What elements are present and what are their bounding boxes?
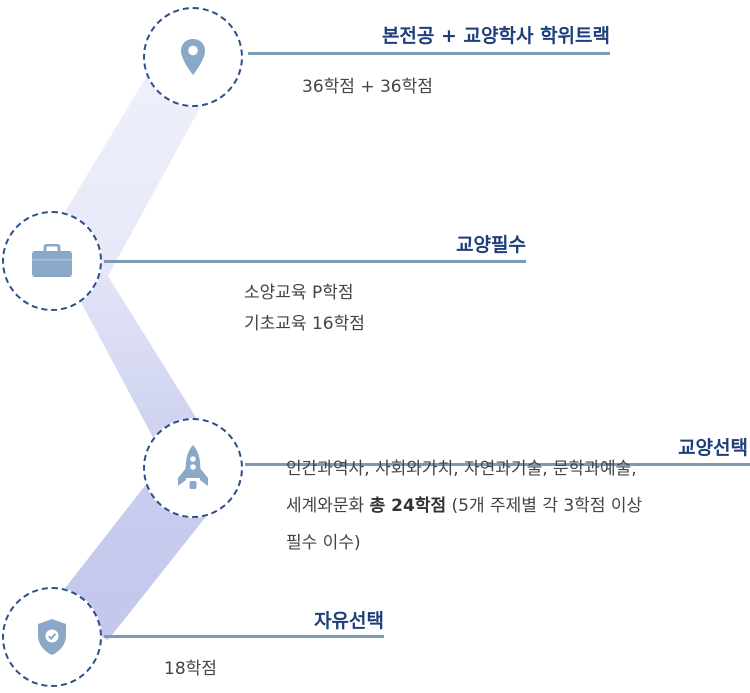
connector-line-2 [104, 260, 526, 263]
step-title-4: 자유선택 [314, 610, 384, 632]
step-node-3 [143, 418, 243, 518]
briefcase-icon [32, 244, 72, 277]
step-desc-3-line-2-prefix: 세계와문화 [286, 496, 370, 516]
connector-line-4 [104, 635, 384, 638]
location-pin-icon [181, 39, 205, 75]
step-desc-3-line-2: 세계와문화 총 24학점 (5개 주제별 각 3학점 이상 [286, 488, 642, 525]
step-desc-3-line-2-suffix: (5개 주제별 각 3학점 이상 [446, 496, 643, 516]
step-desc-2-line-1: 소양교육 P학점 [244, 283, 354, 303]
step-title-2: 교양필수 [456, 234, 526, 256]
connector-line-3 [245, 463, 750, 466]
rocket-icon [178, 445, 208, 489]
step-desc-2: 소양교육 P학점 기초교육 16학점 [244, 278, 365, 340]
step-desc-3-line-3: 필수 이수) [286, 533, 361, 553]
step-desc-4: 18학점 [164, 654, 217, 685]
step-desc-3-line-1: 인간과역사, 사회와가치, 자연과기술, 문학과예술, [286, 459, 637, 479]
step-desc-1: 36학점 + 36학점 [302, 72, 433, 103]
connector-line-1 [248, 52, 610, 55]
step-desc-4-line: 18학점 [164, 659, 217, 679]
band-segment-1 [48, 62, 212, 276]
step-node-1 [143, 7, 243, 107]
step-title-3: 교양선택 [678, 437, 748, 459]
step-node-4 [2, 587, 102, 687]
shield-check-icon [38, 619, 66, 655]
step-desc-1-line: 36학점 + 36학점 [302, 77, 433, 97]
step-title-1: 본전공 + 교양학사 학위트랙 [381, 25, 610, 47]
step-desc-3-total-credits: 총 24학점 [369, 496, 447, 516]
step-desc-2-line-2: 기초교육 16학점 [244, 314, 365, 334]
step-node-2 [2, 211, 102, 311]
step-desc-3: 인간과역사, 사회와가치, 자연과기술, 문학과예술, 세계와문화 총 24학점… [286, 451, 642, 562]
